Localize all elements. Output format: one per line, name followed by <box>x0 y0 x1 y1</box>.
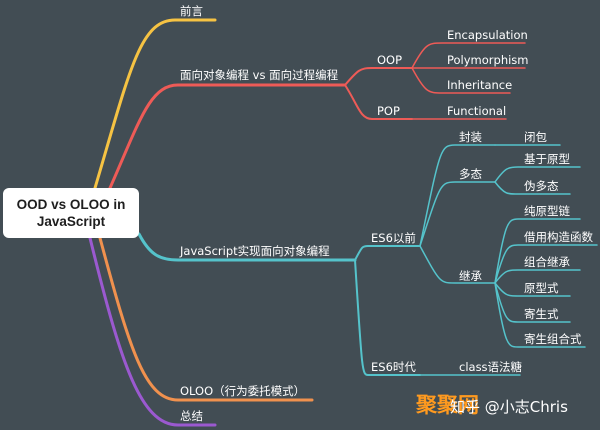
node-pseudo-poly[interactable]: 伪多态 <box>524 179 559 193</box>
node-summary[interactable]: 总结 <box>180 409 203 423</box>
node-compare[interactable]: 面向对象编程 vs 面向过程编程 <box>180 68 339 82</box>
node-es6-era[interactable]: ES6时代 <box>371 360 416 374</box>
node-proto-chain[interactable]: 纯原型链 <box>524 204 570 218</box>
node-oop[interactable]: OOP <box>377 53 402 67</box>
node-proto-style[interactable]: 原型式 <box>524 281 559 295</box>
node-prototype-based[interactable]: 基于原型 <box>524 152 570 166</box>
branch-compare: 面向对象编程 vs 面向过程编程 OOP POP Encapsulation P… <box>108 28 529 190</box>
branch-js-impl: JavaScript实现面向对象编程 ES6以前 ES6时代 class语法糖 … <box>137 130 598 376</box>
root-title-line1: OOD vs OLOO in <box>16 197 126 212</box>
branch-oloo: OLOO（行为委托模式） <box>98 236 314 402</box>
node-js-impl[interactable]: JavaScript实现面向对象编程 <box>179 244 330 258</box>
root-node[interactable]: OOD vs OLOO in JavaScript <box>3 188 139 238</box>
node-pop[interactable]: POP <box>377 104 400 118</box>
branch-summary: 总结 <box>88 236 217 427</box>
node-preface[interactable]: 前言 <box>180 4 203 18</box>
node-inherit[interactable]: 继承 <box>459 269 482 283</box>
node-encapsulate[interactable]: 封装 <box>459 130 482 144</box>
node-parasitic[interactable]: 寄生式 <box>524 307 559 321</box>
watermark-handle: 知乎 @小志Chris <box>450 398 568 416</box>
node-closure[interactable]: 闭包 <box>524 130 547 144</box>
node-functional[interactable]: Functional <box>447 104 506 118</box>
branch-preface: 前言 <box>93 4 217 190</box>
node-combo-inherit[interactable]: 组合继承 <box>524 255 570 269</box>
node-es6-before[interactable]: ES6以前 <box>371 231 416 245</box>
watermark-logo: 聚聚网 <box>415 393 479 417</box>
node-polymorph[interactable]: 多态 <box>459 167 482 181</box>
node-oloo[interactable]: OLOO（行为委托模式） <box>180 384 305 398</box>
node-polymorphism[interactable]: Polymorphism <box>447 53 529 67</box>
node-parasitic-combo[interactable]: 寄生组合式 <box>524 332 582 346</box>
node-inheritance[interactable]: Inheritance <box>447 78 512 92</box>
watermark: 聚聚网 知乎 @小志Chris <box>415 393 568 417</box>
node-class-sugar[interactable]: class语法糖 <box>459 360 523 374</box>
node-encapsulation[interactable]: Encapsulation <box>447 28 528 42</box>
root-title-line2: JavaScript <box>36 214 106 229</box>
node-borrow-ctor[interactable]: 借用构造函数 <box>524 230 593 244</box>
